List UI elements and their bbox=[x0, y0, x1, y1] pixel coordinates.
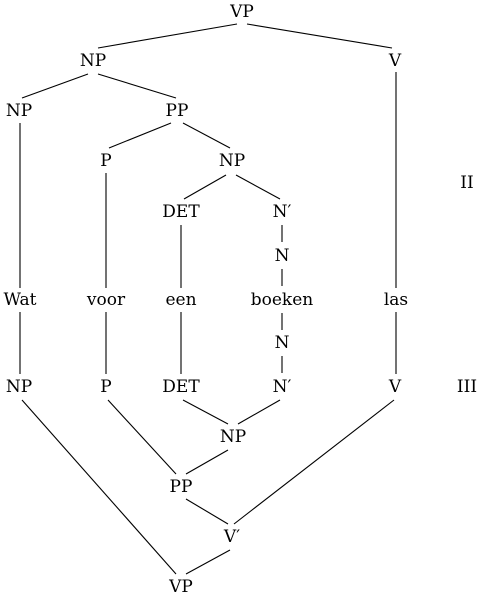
node-v-lower: V bbox=[388, 377, 402, 397]
node-nbar-lower: N′ bbox=[273, 377, 292, 397]
node-vp-bottom: VP bbox=[168, 577, 193, 597]
node-p-lower: P bbox=[100, 377, 111, 397]
word-las: las bbox=[384, 290, 408, 310]
terminal-words: Wat voor een boeken las bbox=[4, 290, 409, 310]
node-np-inner: NP bbox=[219, 151, 245, 171]
edge-vp-np bbox=[97, 23, 238, 49]
word-voor: voor bbox=[86, 290, 126, 310]
word-boeken: boeken bbox=[251, 290, 314, 310]
node-nbar: N′ bbox=[273, 202, 292, 222]
edge-pp-vbar bbox=[185, 498, 229, 525]
edge-np-np bbox=[21, 73, 89, 99]
node-v-top: V bbox=[388, 51, 402, 71]
edge-vbar-vp bbox=[185, 549, 231, 575]
lower-tree-labels: N NP P DET N′ V NP PP V′ VP bbox=[6, 333, 402, 597]
edge-v-vbar bbox=[233, 399, 395, 525]
upper-tree-labels: VP NP V NP PP P NP DET N′ N bbox=[6, 2, 402, 266]
node-p: P bbox=[100, 151, 111, 171]
edge-np-pp bbox=[185, 449, 229, 475]
node-det-lower: DET bbox=[162, 377, 200, 397]
edge-pp-p bbox=[108, 122, 172, 149]
node-np-inner-lower: NP bbox=[220, 427, 246, 447]
node-n: N bbox=[275, 246, 290, 266]
node-vbar-lower: V′ bbox=[223, 527, 240, 547]
edge-np-det bbox=[183, 174, 227, 200]
node-vp-top: VP bbox=[229, 2, 254, 22]
edge-p-pp bbox=[107, 399, 177, 475]
marker-ii: II bbox=[460, 173, 473, 193]
node-np-wat: NP bbox=[6, 101, 32, 121]
word-een: een bbox=[165, 290, 196, 310]
edge-np-pp bbox=[97, 73, 177, 99]
node-pp-lower: PP bbox=[170, 477, 193, 497]
edge-pp-np bbox=[182, 122, 231, 149]
node-np-wat-lower: NP bbox=[6, 377, 32, 397]
node-np-main: NP bbox=[80, 51, 106, 71]
edge-np-nbar bbox=[235, 174, 281, 200]
word-wat: Wat bbox=[4, 290, 37, 310]
edge-vp-v bbox=[246, 23, 393, 49]
marker-iii: III bbox=[457, 377, 477, 397]
edge-np-vp bbox=[21, 399, 177, 575]
stage-markers: II III bbox=[457, 173, 477, 397]
edge-det-np bbox=[182, 399, 229, 425]
node-n-lower: N bbox=[275, 333, 290, 353]
tree-edges bbox=[19, 23, 397, 575]
edge-nbar-np bbox=[237, 399, 281, 425]
node-pp: PP bbox=[166, 101, 189, 121]
node-det: DET bbox=[162, 202, 200, 222]
